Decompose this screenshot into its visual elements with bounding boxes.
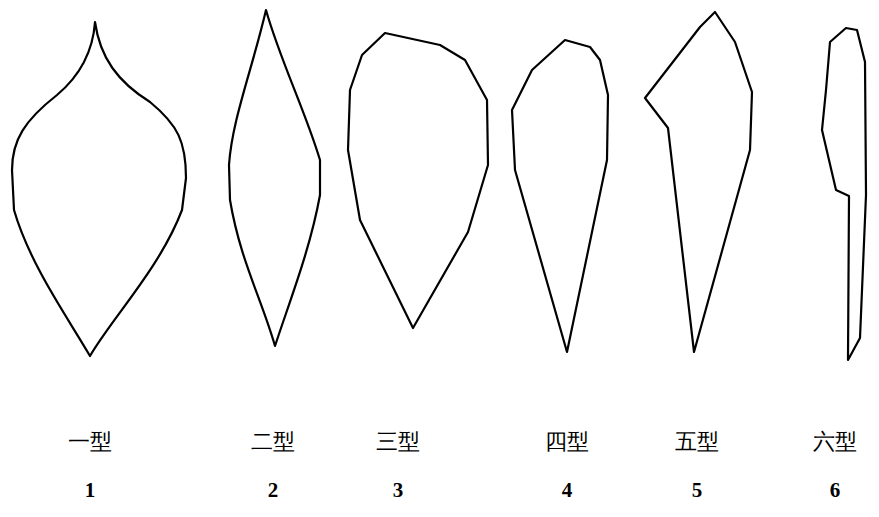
leaf-shape: [12, 22, 186, 356]
type-label: 四型: [545, 431, 589, 453]
leaf-shape: [512, 40, 608, 352]
type-label: 一型: [68, 431, 112, 453]
callout-number: 3: [393, 480, 404, 501]
type-label: 三型: [376, 431, 420, 453]
leaf-shape: [822, 28, 866, 360]
callout-number: 6: [830, 480, 841, 501]
callout-number: 1: [85, 480, 96, 501]
callout-number: 2: [268, 480, 279, 501]
callout-number: 4: [562, 480, 573, 501]
leaf-shape: [229, 10, 320, 346]
leaf-shape: [645, 12, 752, 352]
type-label: 六型: [813, 431, 857, 453]
leaf-shape: [348, 33, 488, 328]
type-label: 五型: [675, 431, 719, 453]
callout-number: 5: [692, 480, 703, 501]
type-label: 二型: [251, 431, 295, 453]
